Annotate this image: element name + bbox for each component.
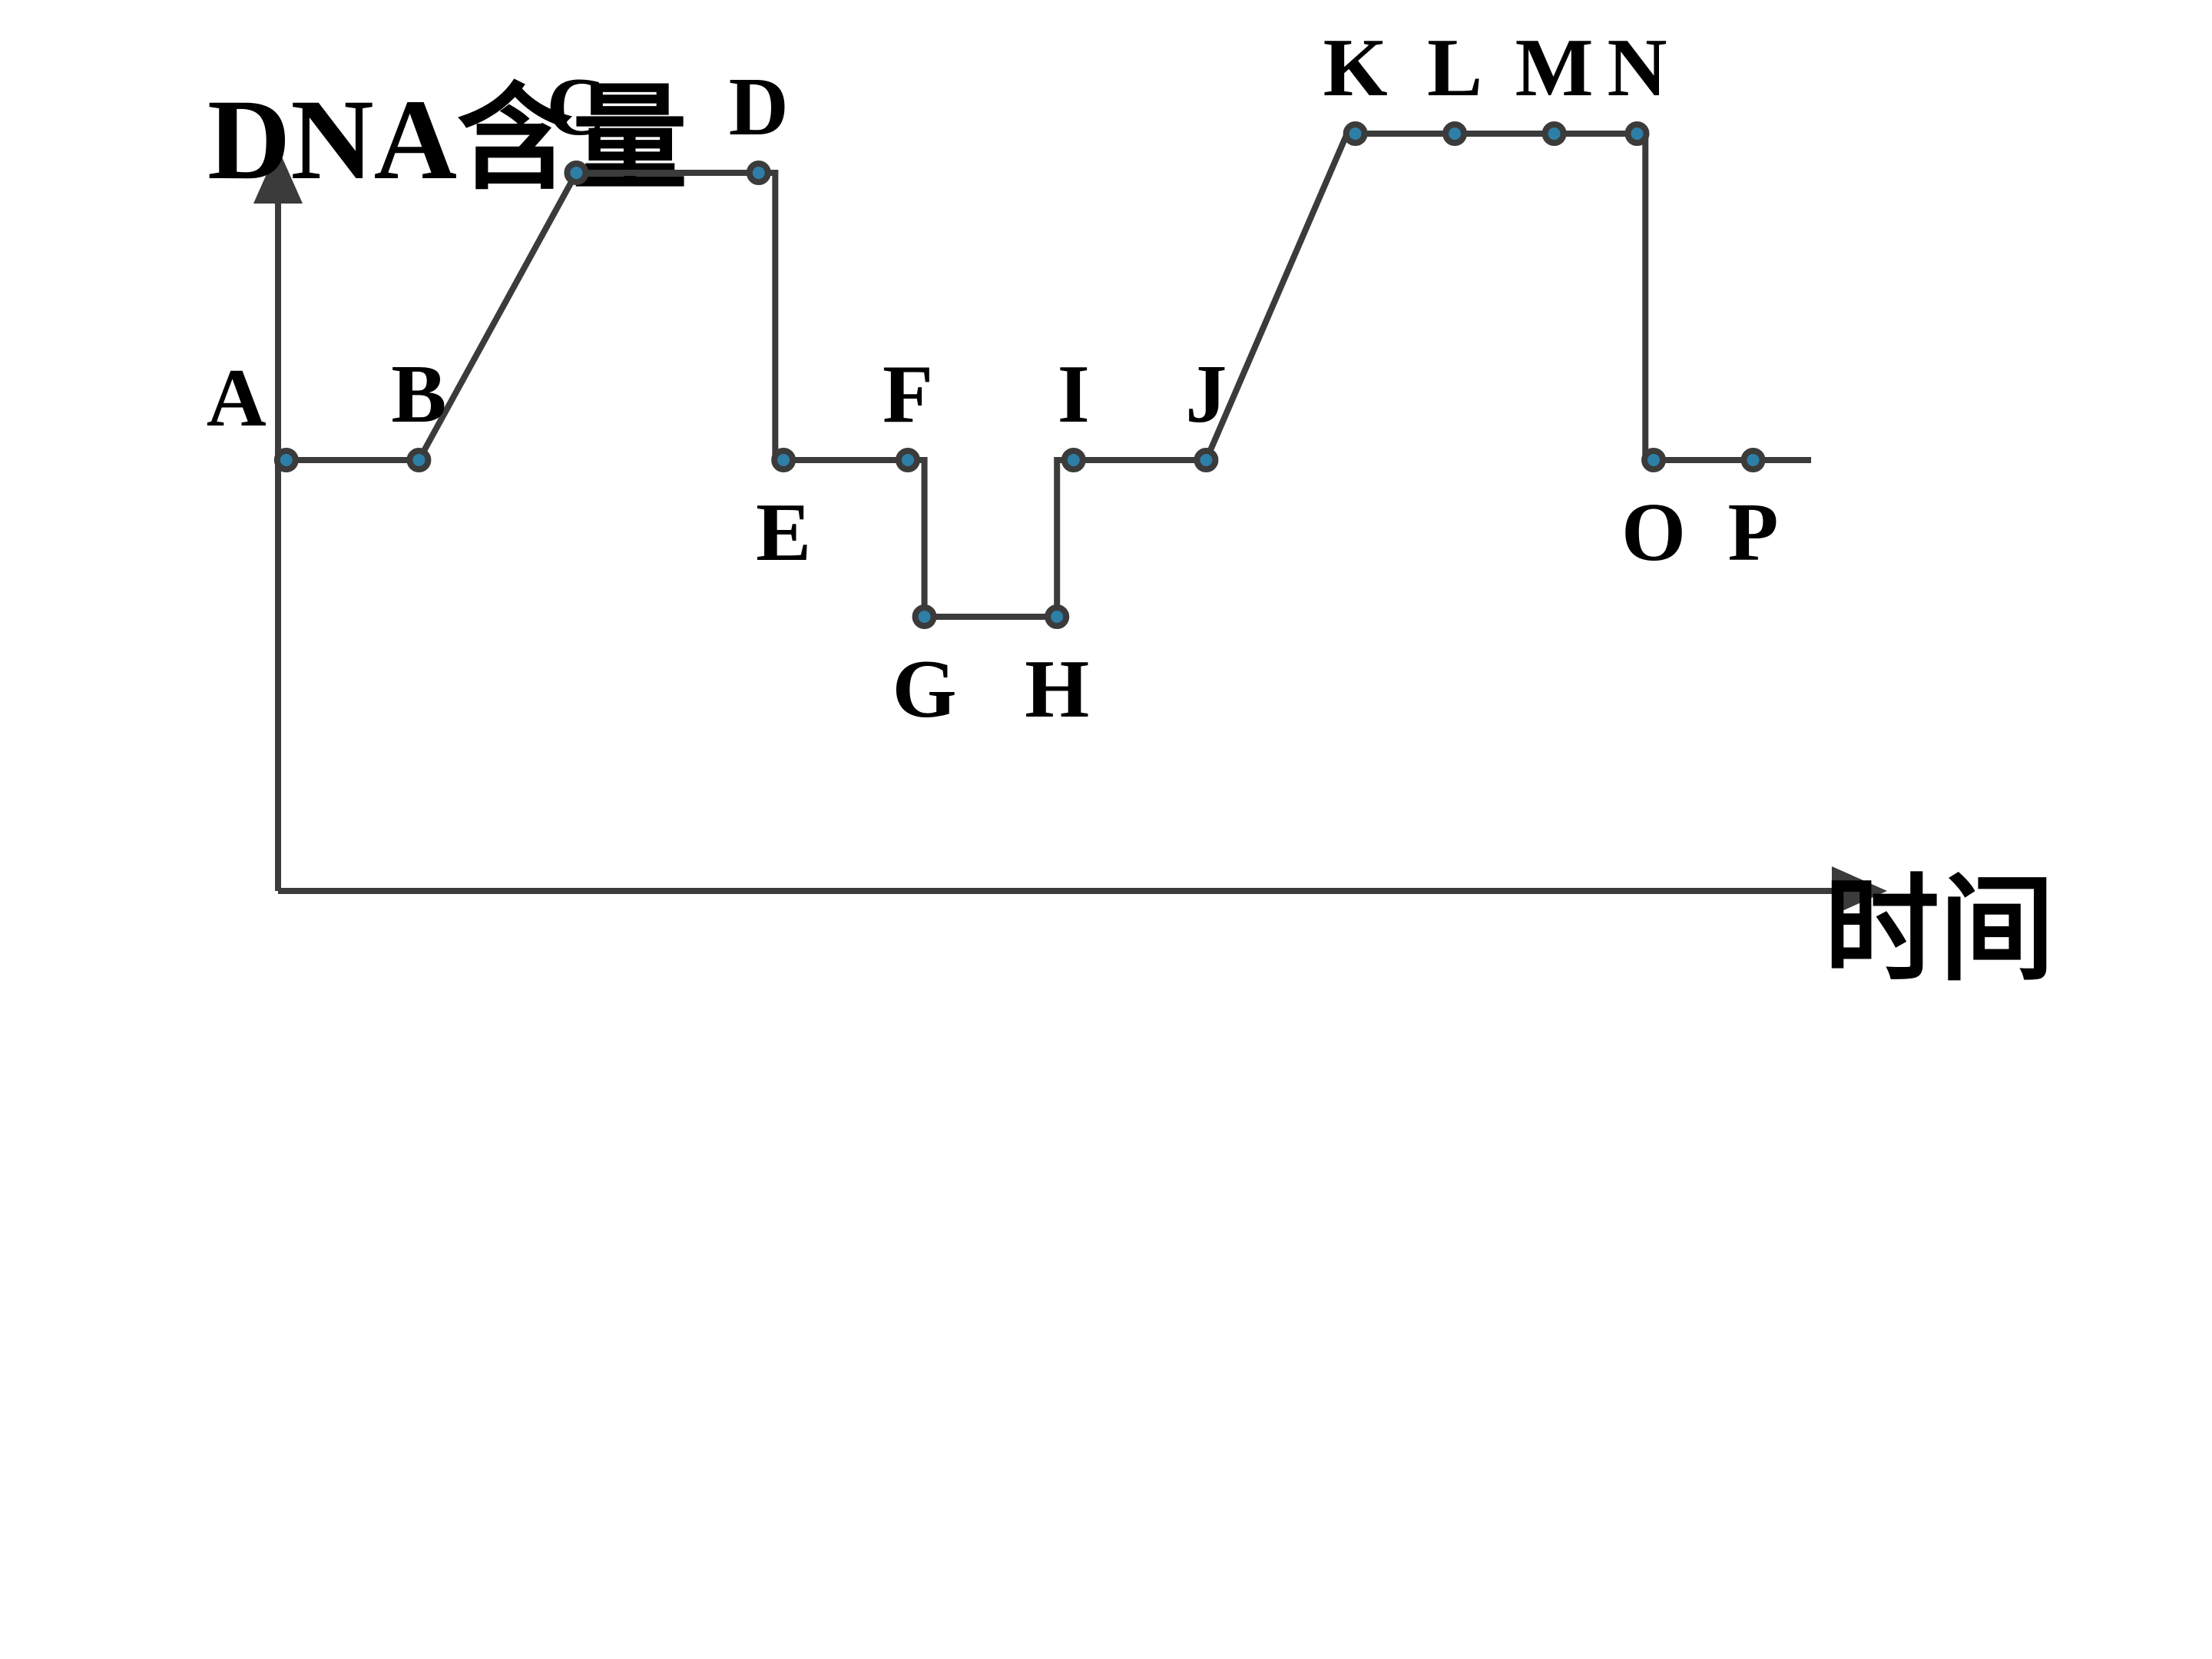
point-marker-e bbox=[771, 448, 796, 472]
point-label-b: B bbox=[391, 349, 446, 440]
point-label-l: L bbox=[1427, 22, 1482, 114]
point-marker-a bbox=[273, 448, 299, 472]
point-label-o: O bbox=[1621, 487, 1686, 578]
point-label-c: C bbox=[546, 61, 606, 153]
point-label-j: J bbox=[1185, 349, 1227, 440]
point-marker-f bbox=[896, 448, 920, 472]
point-label-e: E bbox=[756, 487, 811, 578]
point-marker-g bbox=[912, 604, 937, 629]
point-marker-m bbox=[1541, 121, 1567, 146]
point-marker-i bbox=[1061, 448, 1086, 472]
point-label-f: F bbox=[882, 349, 933, 440]
y-axis-label: DNA含量 bbox=[207, 76, 687, 204]
point-label-n: N bbox=[1607, 22, 1667, 114]
point-marker-l bbox=[1442, 121, 1468, 146]
point-marker-p bbox=[1740, 448, 1766, 472]
point-label-m: M bbox=[1515, 22, 1594, 114]
point-label-k: K bbox=[1323, 22, 1388, 114]
x-axis-label: 时间 bbox=[1824, 867, 2055, 995]
point-marker-d bbox=[746, 161, 771, 185]
point-marker-b bbox=[406, 448, 432, 472]
point-marker-h bbox=[1045, 604, 1070, 629]
point-marker-n bbox=[1624, 121, 1650, 146]
point-label-i: I bbox=[1058, 349, 1090, 440]
point-label-d: D bbox=[729, 61, 789, 153]
point-marker-k bbox=[1343, 121, 1368, 146]
point-label-h: H bbox=[1025, 644, 1089, 735]
point-label-p: P bbox=[1728, 487, 1779, 578]
series-line-0 bbox=[286, 131, 1812, 620]
point-marker-o bbox=[1641, 448, 1667, 472]
point-label-g: G bbox=[892, 644, 957, 735]
point-label-a: A bbox=[207, 353, 267, 444]
point-marker-j bbox=[1194, 448, 1219, 472]
series-layer bbox=[286, 131, 1812, 620]
point-marker-c bbox=[564, 161, 589, 185]
